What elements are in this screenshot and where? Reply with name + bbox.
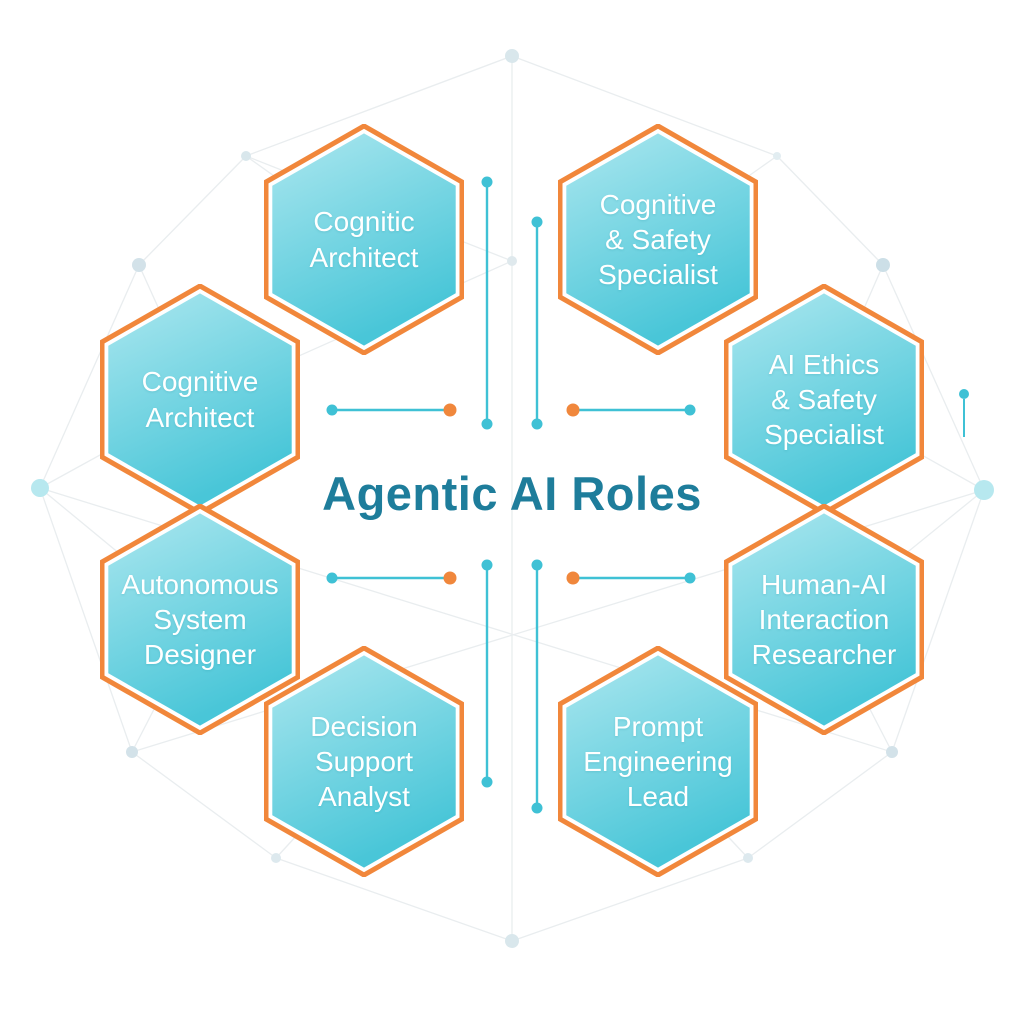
page-title: Agentic AI Roles [322, 467, 702, 520]
hexagon-label: Decision Support Analyst [310, 710, 418, 813]
hexagon-label: Prompt Engineering Lead [583, 710, 733, 813]
hexagon-prompt-engineering-lead: Prompt Engineering Lead [558, 646, 758, 877]
hexagon-decision-support-analyst: Decision Support Analyst [264, 646, 464, 877]
